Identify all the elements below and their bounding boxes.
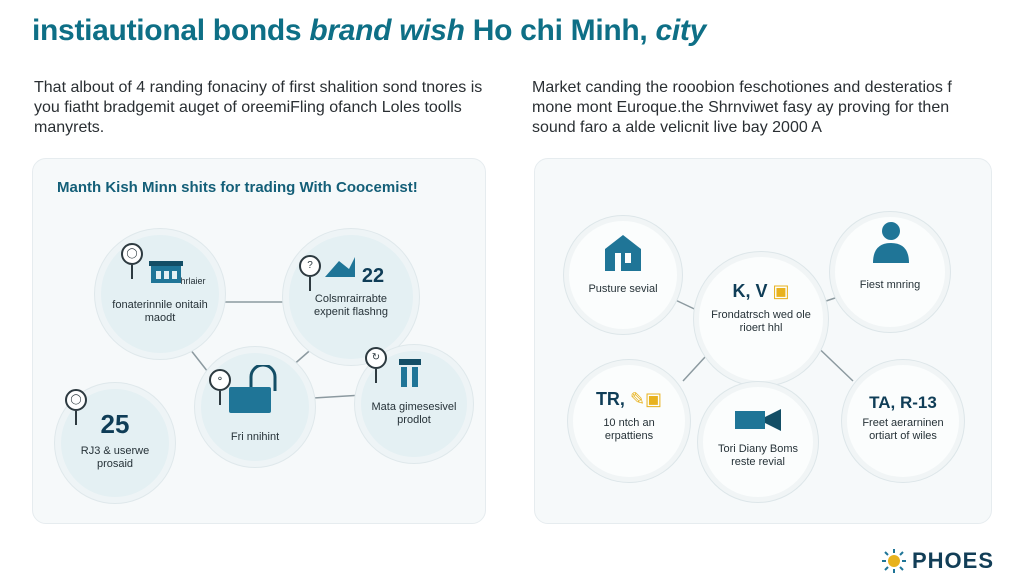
badge-icon: ▣ bbox=[772, 281, 790, 301]
title-tail: city bbox=[655, 14, 707, 47]
node-expert-flash-number: 22 bbox=[361, 265, 385, 287]
node-ta-title: TA, R-13 bbox=[869, 393, 937, 412]
node-stat-25-label: RJ3 & userwe prosaid bbox=[80, 445, 150, 470]
logo-text: PHOES bbox=[911, 548, 994, 573]
node-expert-flash: ? 22 Colsmrairrabte expenit flashng bbox=[289, 235, 413, 359]
node-exchange-sublabel: hrlaier bbox=[180, 276, 206, 286]
right-diagram-panel: Pusture sevial K, V ▣ Frondatrsch wed ol… bbox=[534, 158, 992, 524]
node-center: ⚬ Fri nnihint bbox=[201, 353, 309, 461]
node-exchange: ◯ hrlaier fonaterinnile onitaih maodt bbox=[101, 235, 219, 353]
title-rest: Ho chi Minh, bbox=[464, 14, 656, 47]
brand-logo: PHOES bbox=[881, 548, 994, 574]
node-expert-flash-label: Colsmrairrabte expenit flashng bbox=[314, 293, 388, 318]
pin-icon: ⚬ bbox=[209, 369, 231, 405]
left-panel-heading: Manth Kish Minn shits for trading With C… bbox=[57, 179, 418, 196]
node-hub-title: K, V ▣ bbox=[699, 281, 823, 302]
node-first-mining: Fiest mnring bbox=[835, 217, 945, 327]
node-ta: TA, R-13 Freet aerarninen ortiart of wil… bbox=[847, 365, 959, 477]
node-product: ↻ Mata gimesesivel prodlot bbox=[361, 347, 467, 457]
node-stat-25: ◯ 25 RJ3 & userwe prosaid bbox=[61, 389, 169, 497]
house-icon bbox=[605, 235, 641, 271]
title-main: instiautional bonds bbox=[32, 14, 310, 47]
person-icon bbox=[873, 222, 909, 263]
node-exchange-label: fonaterinnile onitaih maodt bbox=[112, 299, 208, 324]
badge-icon: ✎▣ bbox=[629, 389, 663, 409]
pin-icon: ◯ bbox=[121, 243, 143, 279]
pin-icon: ? bbox=[299, 255, 321, 291]
node-tr-title: TR, ✎▣ bbox=[573, 389, 685, 410]
node-first-mining-label: Fiest mnring bbox=[859, 279, 921, 291]
node-hub-title-text: K, V bbox=[732, 281, 768, 301]
node-center-label: Fri nnihint bbox=[230, 431, 280, 443]
lock-icon bbox=[229, 365, 277, 413]
node-tori-diany: Tori Diany Boms reste revial bbox=[703, 387, 813, 497]
node-pasture: Pusture sevial bbox=[569, 221, 677, 329]
camera-icon bbox=[735, 409, 781, 431]
left-diagram-panel: Manth Kish Minn shits for trading With C… bbox=[32, 158, 486, 524]
node-tr: TR, ✎▣ 10 ntch an erpattiens bbox=[573, 365, 685, 477]
node-product-label: Mata gimesesivel prodlot bbox=[371, 401, 457, 426]
pin-icon: ◯ bbox=[65, 389, 87, 425]
node-hub-label: Frondatrsch wed ole rioert hhl bbox=[711, 309, 811, 334]
pin-icon: ↻ bbox=[365, 347, 387, 383]
bars-icon bbox=[399, 359, 421, 387]
node-tr-title-text: TR, bbox=[595, 389, 625, 409]
node-hub: K, V ▣ Frondatrsch wed ole rioert hhl bbox=[699, 257, 823, 381]
node-pasture-label: Pusture sevial bbox=[588, 283, 658, 295]
title-accent: brand wish bbox=[309, 14, 465, 47]
intro-left-paragraph: That albout of 4 randing fonaciny of fir… bbox=[34, 79, 483, 136]
node-stat-25-number: 25 bbox=[100, 409, 130, 439]
node-tr-label: 10 ntch an erpattiens bbox=[603, 417, 655, 442]
node-tori-diany-label: Tori Diany Boms reste revial bbox=[717, 443, 799, 468]
sunburst-logo-icon bbox=[881, 549, 906, 573]
intro-right-paragraph: Market canding the rooobion feschotiones… bbox=[532, 79, 952, 136]
page-title: instiautional bonds brand wish Ho chi Mi… bbox=[32, 14, 706, 48]
chart-icon bbox=[325, 257, 355, 277]
building-icon bbox=[149, 261, 183, 283]
node-ta-label: Freet aerarninen ortiart of wiles bbox=[862, 417, 944, 442]
